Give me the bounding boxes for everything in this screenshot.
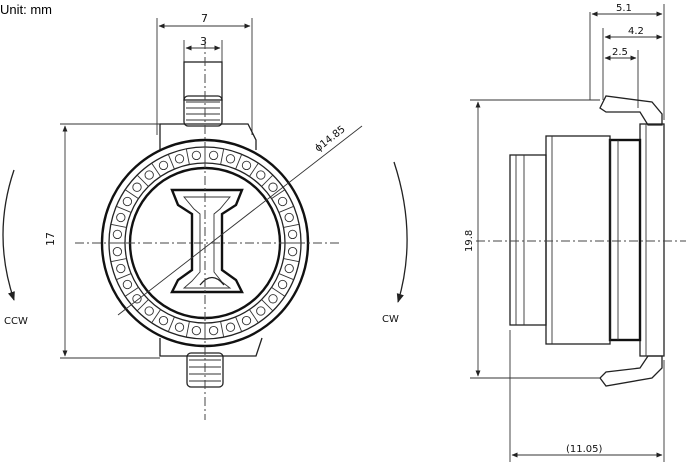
knurl-bump [191, 150, 202, 161]
knurl-segment [136, 299, 149, 312]
knurl-bump [112, 246, 123, 257]
knurl-bump [158, 160, 169, 171]
knurl-bump [256, 306, 266, 316]
front-view: 7 3 [2, 12, 408, 420]
knurl-segment [124, 287, 139, 297]
knurl-segment [185, 321, 190, 338]
dim-width-label: 7 [201, 12, 208, 25]
dim-height-19-8: 19.8 [464, 99, 600, 379]
knurl-bump [208, 150, 219, 161]
knurl-segment [110, 258, 127, 263]
knurl-segment [167, 316, 175, 332]
knurl-segment [271, 189, 286, 199]
dim-total-5-1: 5.1 [589, 3, 665, 120]
top-shaft [183, 61, 223, 127]
knurl-bump [116, 212, 126, 223]
ccw-arrow-icon [2, 169, 15, 301]
knurl-bump [116, 263, 126, 274]
knurl-bump [144, 170, 154, 180]
knurl-bump [225, 154, 236, 164]
knurl-bump [284, 212, 294, 223]
knurl-segment [261, 174, 274, 187]
knurl-bump [174, 322, 185, 332]
side-view: 5.1 4.2 2.5 [464, 3, 686, 462]
dim-width-7: 7 [156, 12, 253, 135]
knurl-bump [158, 315, 169, 326]
knurl-segment [116, 205, 132, 213]
knurl-segment [124, 189, 139, 199]
unit-label: Unit: mm [0, 2, 52, 17]
knurl-bump [174, 154, 185, 164]
rotor [170, 188, 244, 294]
dim-mid-label: 4.2 [628, 26, 644, 37]
knurl-segment [283, 258, 300, 263]
cw-label: CW [382, 314, 399, 325]
side-depth-label: (11.05) [566, 444, 603, 455]
dim-mid-4-2: 4.2 [602, 26, 663, 100]
knurl-bump [191, 325, 202, 336]
knurl-segment [235, 154, 243, 170]
dim-total-label: 5.1 [616, 3, 632, 14]
dim-shaft-label: 3 [200, 35, 207, 48]
dim-shaft-3: 3 [183, 35, 223, 62]
cw-arrow-icon [393, 161, 408, 303]
knurl-segment [278, 273, 294, 281]
knurl-bump [277, 279, 288, 290]
knurl-segment [185, 148, 190, 165]
knurl-bump [208, 325, 219, 336]
knurl-bump [122, 279, 133, 290]
knurl-segment [261, 299, 274, 312]
knurl-segment [116, 273, 132, 281]
knurl-bump [132, 182, 142, 192]
knurl-bump [144, 306, 154, 316]
housing-bottom [159, 337, 263, 357]
knurl-bump [241, 315, 252, 326]
knurl-segment [136, 174, 149, 187]
knurl-bump [287, 246, 298, 257]
knurl-segment [249, 162, 259, 177]
knurl-bump [241, 160, 252, 171]
knurl-bump [256, 170, 266, 180]
knurl-segment [278, 205, 294, 213]
dim-depth-11-05: (11.05) [509, 330, 665, 462]
knurl-bump [277, 196, 288, 207]
side-body [509, 95, 665, 387]
dim-height-label: 17 [44, 232, 57, 246]
dim-inner-2-5: 2.5 [604, 47, 639, 108]
knurl-bump [268, 294, 278, 304]
dim-height-17: 17 [44, 123, 160, 359]
side-height-label: 19.8 [464, 230, 475, 252]
knurl-bump [112, 229, 123, 240]
knurl-bump [225, 322, 236, 332]
knurl-segment [283, 223, 300, 228]
knurl-segment [151, 162, 161, 177]
ccw-label: CCW [4, 316, 28, 327]
knurl-segment [110, 223, 127, 228]
dim-inner-label: 2.5 [612, 47, 628, 58]
knurl-bump [268, 182, 278, 192]
knurl-bump [122, 196, 133, 207]
dim-diameter-label: ϕ14.85 [313, 124, 348, 154]
knurl-bump [132, 294, 142, 304]
knurl-segment [235, 316, 243, 332]
knurl-segment [249, 309, 259, 324]
knurl-segment [167, 154, 175, 170]
knurl-pattern [109, 147, 301, 339]
housing-top [159, 123, 257, 150]
knurl-bump [287, 229, 298, 240]
knurl-bump [284, 263, 294, 274]
knurl-segment [220, 321, 225, 338]
knurl-segment [151, 309, 161, 324]
knurl-segment [220, 148, 225, 165]
knurl-segment [271, 287, 286, 297]
diameter-leader [117, 125, 363, 316]
